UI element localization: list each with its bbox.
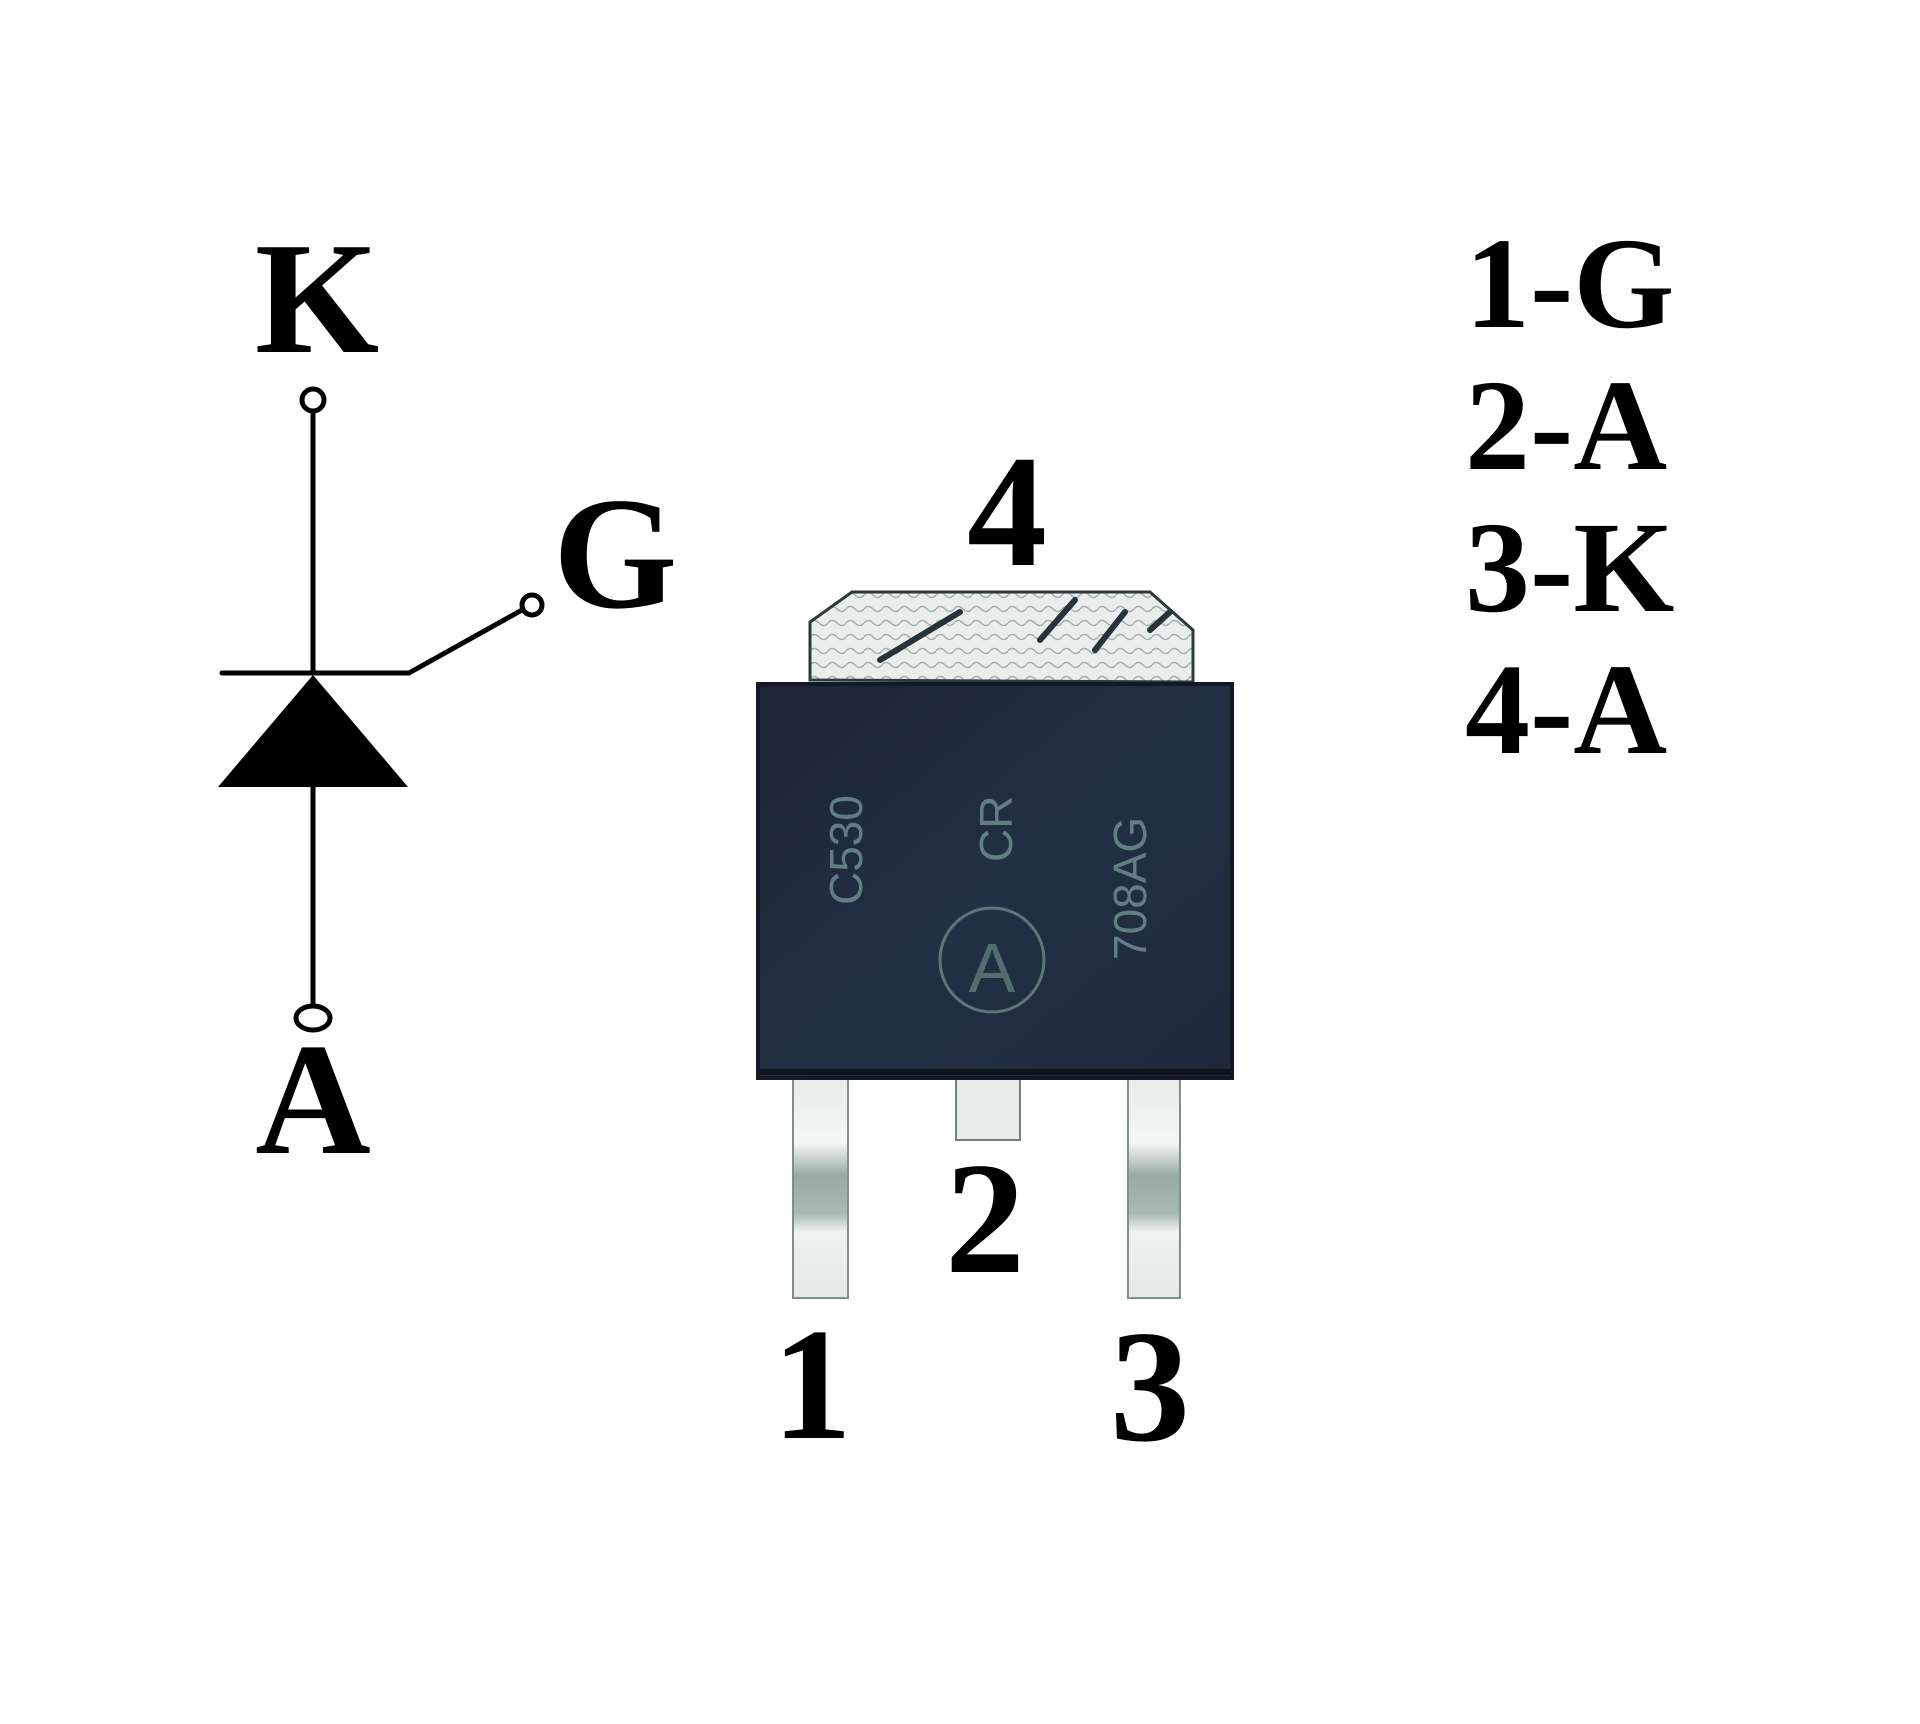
- lead-pin-3: [1127, 1075, 1181, 1299]
- tab-scratch-marks: [877, 597, 1173, 663]
- pinout-row-1: 1-G: [1465, 212, 1675, 356]
- pin-label-2: 2: [945, 1129, 1025, 1307]
- gate-terminal-circle: [519, 592, 545, 618]
- anode-terminal-circle: [293, 1003, 333, 1033]
- marking-cr: CR: [970, 796, 1022, 862]
- pinout-row-4: 4-A: [1465, 638, 1668, 782]
- marking-date-code: 708AG: [1104, 817, 1156, 960]
- pin-label-1: 1: [772, 1295, 852, 1473]
- diode-triangle: [218, 675, 408, 787]
- pinout-row-2: 2-A: [1465, 354, 1668, 498]
- terminal-label-g: G: [553, 464, 678, 642]
- thyristor-symbol: [218, 386, 545, 1033]
- terminal-label-k: K: [254, 209, 380, 387]
- manufacturer-logo: A: [938, 906, 1046, 1014]
- pinout-row-3: 3-K: [1465, 496, 1675, 640]
- marking-part-number: C530: [820, 795, 872, 905]
- terminal-label-a: A: [255, 1010, 371, 1188]
- tab-pin-4: [808, 590, 1195, 684]
- logo-letter: A: [969, 929, 1016, 1007]
- pin-label-3: 3: [1110, 1297, 1190, 1475]
- lead-pin-1: [792, 1075, 849, 1299]
- pinout-legend: 1-G 2-A 3-K 4-A: [1465, 213, 1674, 781]
- gate-lead-line: [406, 607, 525, 676]
- pin-label-4: 4: [967, 422, 1047, 600]
